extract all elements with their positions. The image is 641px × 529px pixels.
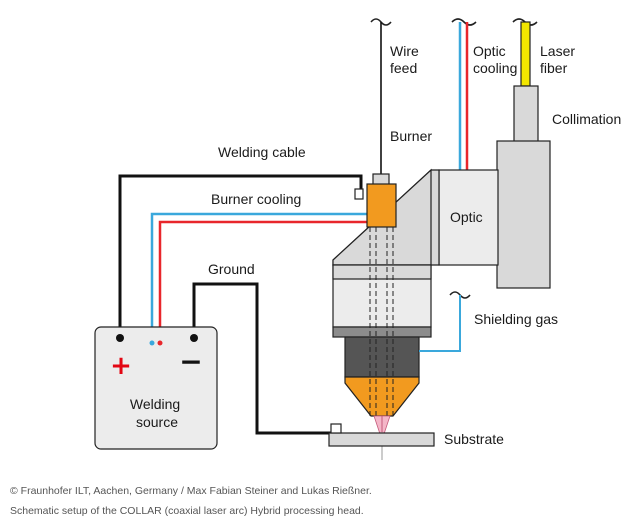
minus-terminal bbox=[190, 334, 198, 342]
collimation-neck bbox=[513, 85, 539, 143]
collimation-housing bbox=[496, 140, 551, 289]
welding-source-box bbox=[94, 326, 218, 450]
substrate-label: Substrate bbox=[444, 431, 504, 447]
ground-clamp bbox=[330, 423, 342, 434]
welding-cable-line bbox=[118, 174, 363, 336]
optic-housing bbox=[438, 169, 499, 266]
cooling-terminal-blue bbox=[149, 340, 155, 346]
burner-clamp bbox=[354, 188, 364, 200]
ground-label: Ground bbox=[208, 261, 255, 277]
ground-cable-line bbox=[192, 282, 334, 435]
welding-cable-label: Welding cable bbox=[218, 144, 306, 160]
laser-fiber bbox=[520, 21, 531, 87]
shielding-gas-line bbox=[419, 295, 461, 352]
optic-cooling-squiggle bbox=[451, 18, 477, 26]
gas-nozzle-block bbox=[344, 336, 420, 378]
welding-source-label: Welding source bbox=[130, 396, 184, 430]
wire-feed-label: Wire feed bbox=[390, 43, 423, 76]
substrate-plate bbox=[328, 432, 435, 447]
image-credit: © Fraunhofer ILT, Aachen, Germany / Max … bbox=[10, 485, 372, 497]
shielding-gas-label: Shielding gas bbox=[474, 311, 558, 327]
lower-body-top-band bbox=[332, 264, 432, 280]
burner-body bbox=[366, 183, 397, 228]
laser-fiber-label: Laser fiber bbox=[540, 43, 579, 76]
optic-label: Optic bbox=[450, 209, 483, 225]
burner-label: Burner bbox=[390, 128, 432, 144]
lower-body-ring bbox=[332, 326, 432, 338]
figure-caption: Schematic setup of the COLLAR (coaxial l… bbox=[10, 505, 364, 517]
minus-sign: − bbox=[179, 345, 202, 378]
burner-cap bbox=[372, 173, 390, 186]
burner-nozzle bbox=[344, 376, 420, 417]
cooling-terminal-red bbox=[157, 340, 163, 346]
burner-cooling-red-line bbox=[158, 220, 368, 342]
plus-terminal bbox=[116, 334, 124, 342]
plus-sign: + bbox=[110, 351, 132, 381]
optic-cooling-label: Optic cooling bbox=[473, 43, 517, 76]
collimation-label: Collimation bbox=[552, 111, 621, 127]
burner-cooling-blue-line bbox=[150, 212, 368, 342]
burner-cooling-label: Burner cooling bbox=[211, 191, 301, 207]
